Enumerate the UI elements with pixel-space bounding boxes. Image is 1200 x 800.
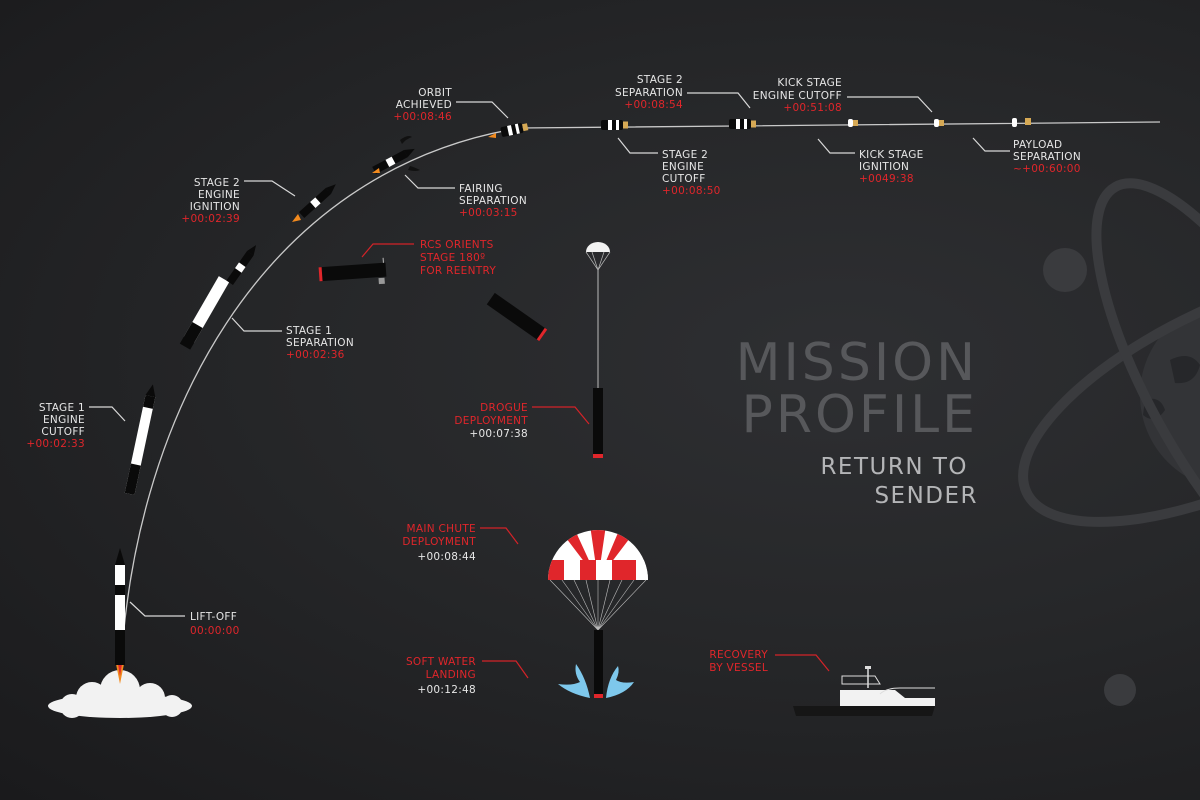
label-line: ENGINE: [662, 161, 704, 173]
subtitle-line2: SENDER: [874, 483, 978, 509]
drogue-parachute: [585, 242, 611, 458]
rocket-liftoff: [115, 548, 125, 665]
title-line2: PROFILE: [742, 385, 979, 445]
payload-separation: [1012, 118, 1031, 127]
label-stage2-separation: STAGE 2 SEPARATION +00:08:54: [615, 74, 683, 111]
label-line: MAIN CHUTE: [407, 523, 477, 535]
label-time: +00:03:15: [459, 207, 518, 219]
label-line: ENGINE: [198, 189, 240, 201]
kick-stage-cutoff: [934, 119, 944, 127]
rocket-fairing-separation: [372, 136, 420, 174]
label-line: BY VESSEL: [709, 662, 768, 674]
launch-cloud: [48, 664, 192, 718]
label-line: DEPLOYMENT: [402, 536, 476, 548]
subtitle-line1: RETURN TO: [820, 454, 968, 480]
label-line: STAGE 1: [39, 402, 85, 414]
rocket-orbit-achieved: [488, 121, 529, 138]
label-line: RECOVERY: [709, 649, 768, 661]
label-main-chute: MAIN CHUTE DEPLOYMENT +00:08:44: [402, 523, 476, 563]
label-line: PAYLOAD: [1013, 139, 1062, 151]
label-time: +00:51:08: [783, 102, 842, 114]
label-time: +00:08:50: [662, 185, 721, 197]
label-stage1-cutoff: STAGE 1 ENGINE CUTOFF +00:02:33: [26, 402, 85, 450]
label-time: +00:08:44: [417, 551, 476, 563]
label-drogue: DROGUE DEPLOYMENT +00:07:38: [454, 402, 528, 440]
label-line: SEPARATION: [286, 337, 354, 349]
label-line: CUTOFF: [41, 426, 85, 438]
label-line: LANDING: [426, 669, 476, 681]
label-line: CUTOFF: [662, 173, 706, 185]
label-stage2-cutoff: STAGE 2 ENGINE CUTOFF +00:08:50: [662, 149, 721, 197]
label-line: SEPARATION: [1013, 151, 1081, 163]
label-stage1-separation: STAGE 1 SEPARATION +00:02:36: [286, 325, 354, 361]
recovery-vessel: [793, 666, 935, 716]
label-line: IGNITION: [190, 201, 240, 213]
label-orbit-achieved: ORBIT ACHIEVED +00:08:46: [393, 87, 452, 123]
rocket-stage1-separation: [179, 242, 260, 350]
title-line1: MISSION: [736, 333, 978, 393]
label-kick-ignition: KICK STAGE IGNITION +0049:38: [859, 149, 924, 185]
label-time: +00:02:33: [26, 438, 85, 450]
label-stage2-ignition: STAGE 2 ENGINE IGNITION +00:02:39: [181, 177, 240, 225]
label-water-landing: SOFT WATER LANDING +00:12:48: [406, 656, 476, 696]
label-line: DEPLOYMENT: [454, 415, 528, 427]
label-line: SEPARATION: [459, 195, 527, 207]
label-line: KICK STAGE: [777, 77, 842, 89]
trajectory-path: [119, 121, 1161, 691]
label-time: +00:08:54: [624, 99, 683, 111]
label-payload-separation: PAYLOAD SEPARATION ~+00:60:00: [1013, 139, 1081, 175]
label-time: +00:02:39: [181, 213, 240, 225]
label-line: STAGE 2: [662, 149, 708, 161]
label-time: +00:08:46: [393, 111, 452, 123]
label-recovery: RECOVERY BY VESSEL: [709, 649, 768, 674]
label-line: SEPARATION: [615, 87, 683, 99]
label-line: ENGINE CUTOFF: [753, 90, 842, 102]
label-time: +0049:38: [859, 173, 914, 185]
rocket-stage2-separation: [729, 119, 756, 129]
rocket-stage2-ignition: [292, 181, 339, 222]
label-line: FAIRING: [459, 183, 503, 195]
label-rcs-orients: RCS ORIENTS STAGE 180º FOR REENTRY: [420, 239, 496, 277]
label-fairing-separation: FAIRING SEPARATION +00:03:15: [459, 183, 527, 219]
label-time: +00:07:38: [469, 428, 528, 440]
label-line: RCS ORIENTS: [420, 239, 494, 251]
label-kick-cutoff: KICK STAGE ENGINE CUTOFF +00:51:08: [753, 77, 842, 114]
stage-rcs-orient: [318, 257, 387, 285]
atom-globe-graphic: [1018, 178, 1200, 706]
label-line: DROGUE: [480, 402, 528, 414]
label-line: SOFT WATER: [406, 656, 476, 668]
label-line: KICK STAGE: [859, 149, 924, 161]
water-splash: [558, 664, 634, 698]
label-time: +00:02:36: [286, 349, 345, 361]
label-time: +00:12:48: [417, 684, 476, 696]
label-line: IGNITION: [859, 161, 909, 173]
label-line: LIFT-OFF: [190, 611, 237, 623]
rocket-stage1-cutoff: [124, 384, 156, 495]
kick-stage-ignition: [848, 119, 858, 127]
stage-reentry: [486, 292, 548, 342]
main-parachute: [548, 530, 648, 698]
label-line: ENGINE: [43, 414, 85, 426]
label-line: ORBIT: [418, 87, 452, 99]
label-line: FOR REENTRY: [420, 265, 496, 277]
leader-lines: [89, 92, 1010, 679]
label-line: ACHIEVED: [396, 99, 452, 111]
label-line: STAGE 1: [286, 325, 332, 337]
rocket-stage2-cutoff: [601, 120, 628, 130]
label-line: STAGE 180º: [420, 252, 485, 264]
label-line: STAGE 2: [637, 74, 683, 86]
label-liftoff: LIFT-OFF 00:00:00: [190, 611, 240, 637]
label-time: ~+00:60:00: [1013, 163, 1081, 175]
label-time: 00:00:00: [190, 625, 240, 637]
label-line: STAGE 2: [194, 177, 240, 189]
